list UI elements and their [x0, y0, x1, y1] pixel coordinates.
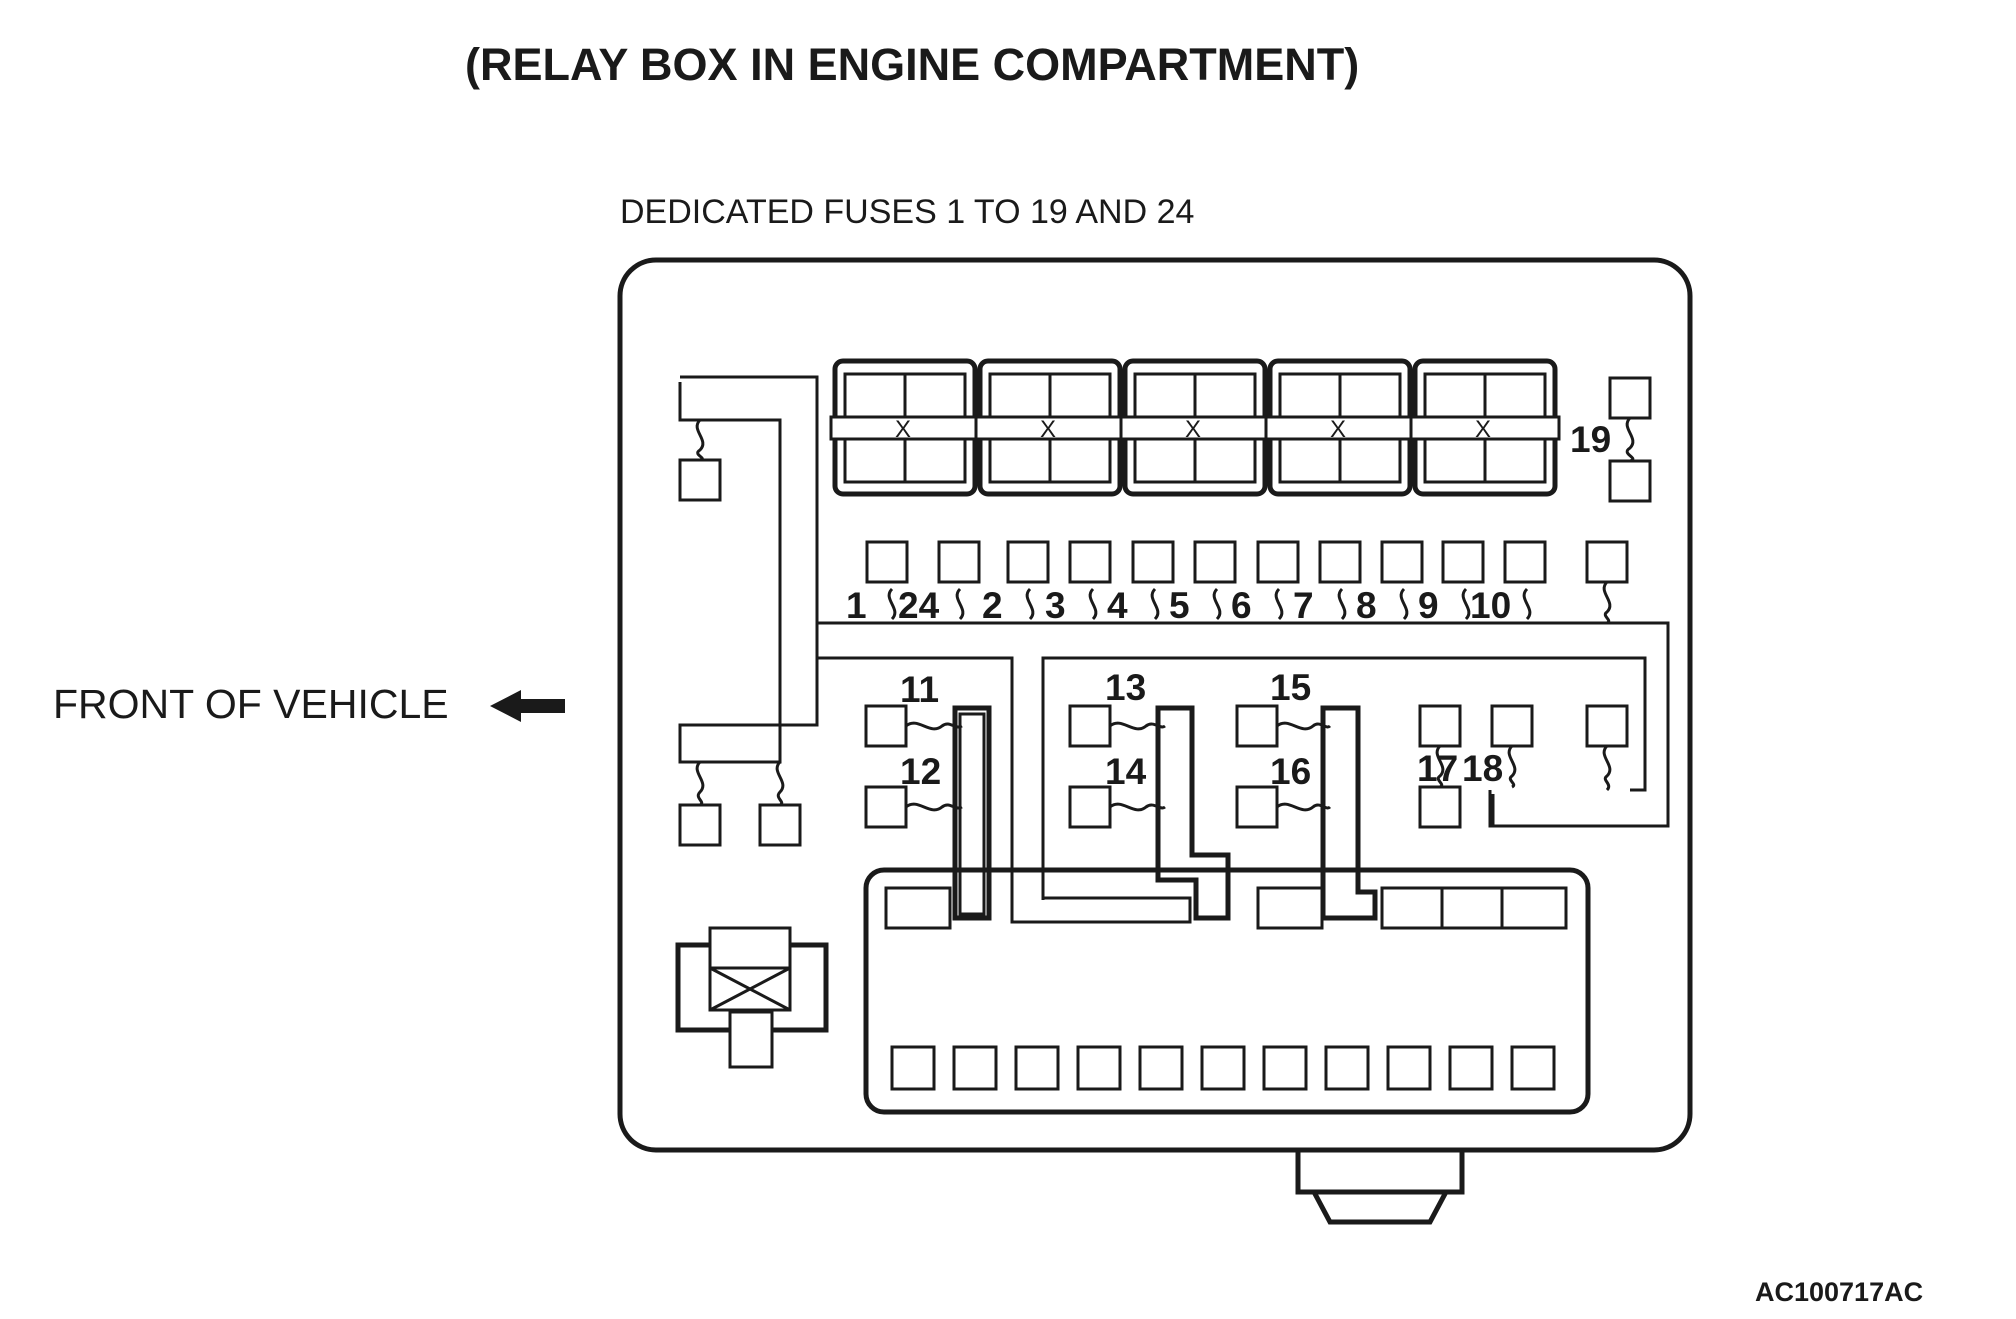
relay-x-mark: X — [1040, 416, 1056, 443]
fuse-6-number: 6 — [1231, 585, 1252, 626]
large-connector — [863, 867, 1591, 1115]
fuse-block-11-12: 11 12 — [864, 669, 992, 921]
fuse-block-13-14: 13 14 — [1068, 667, 1231, 921]
fuse-group-caption: DEDICATED FUSES 1 TO 19 AND 24 — [620, 193, 1194, 231]
fuse-3-number: 3 — [1045, 585, 1066, 626]
lower-traces — [817, 656, 1647, 900]
small-connector — [675, 926, 829, 1069]
connector-top-row — [884, 886, 1568, 930]
relay-1: X — [829, 358, 981, 497]
fuse-5-number: 5 — [1169, 585, 1190, 626]
fuse-14-number: 14 — [1105, 751, 1147, 792]
relay-3: X — [1119, 358, 1271, 497]
fuse-15-number: 15 — [1270, 667, 1311, 708]
bottom-connector — [1295, 1150, 1465, 1225]
fuse-17-number: 17 — [1417, 748, 1458, 789]
fuse-7-number: 7 — [1293, 585, 1314, 626]
relay-x-mark: X — [895, 416, 911, 443]
fuse-4-number: 4 — [1107, 585, 1128, 626]
fuse-1-number: 1 — [846, 585, 867, 626]
fuse-11-number: 11 — [900, 669, 939, 710]
fuse-2-number: 2 — [982, 585, 1003, 626]
fuse-8-number: 8 — [1356, 585, 1377, 626]
relay-4: X — [1264, 358, 1416, 497]
fuse-19: 19 — [1570, 376, 1652, 503]
connector-bottom-row — [890, 1045, 1556, 1091]
relay-x-mark: X — [1185, 416, 1201, 443]
fuse-block-17-18: 17 18 — [1417, 704, 1629, 829]
relay-2: X — [974, 358, 1126, 497]
fuse-row-middle: 1 24 2 3 4 5 6 7 8 9 10 — [846, 540, 1629, 626]
fuse-12-number: 12 — [900, 751, 941, 792]
fuse-10-number: 10 — [1470, 585, 1511, 626]
fuse-19-number: 19 — [1570, 419, 1611, 460]
fuse-13-number: 13 — [1105, 667, 1146, 708]
figure-code: AC100717AC — [1755, 1277, 1923, 1307]
diagram-title: (RELAY BOX IN ENGINE COMPARTMENT) — [465, 39, 1359, 90]
relay-x-mark: X — [1330, 416, 1346, 443]
relay-x-mark: X — [1475, 416, 1491, 443]
relay-5: X — [1409, 358, 1561, 497]
fuse-16-number: 16 — [1270, 751, 1311, 792]
fuse-18-number: 18 — [1462, 748, 1503, 789]
left-trace — [678, 375, 1670, 847]
fuse-block-15-16: 15 16 — [1235, 667, 1378, 921]
relay-row: X X X X X — [829, 358, 1561, 497]
left-arrow-icon — [490, 690, 565, 722]
front-of-vehicle-label: FRONT OF VEHICLE — [53, 681, 449, 727]
relay-box-outline — [617, 257, 1693, 1153]
fuse-9-number: 9 — [1418, 585, 1439, 626]
fuse-24-number: 24 — [898, 585, 940, 626]
